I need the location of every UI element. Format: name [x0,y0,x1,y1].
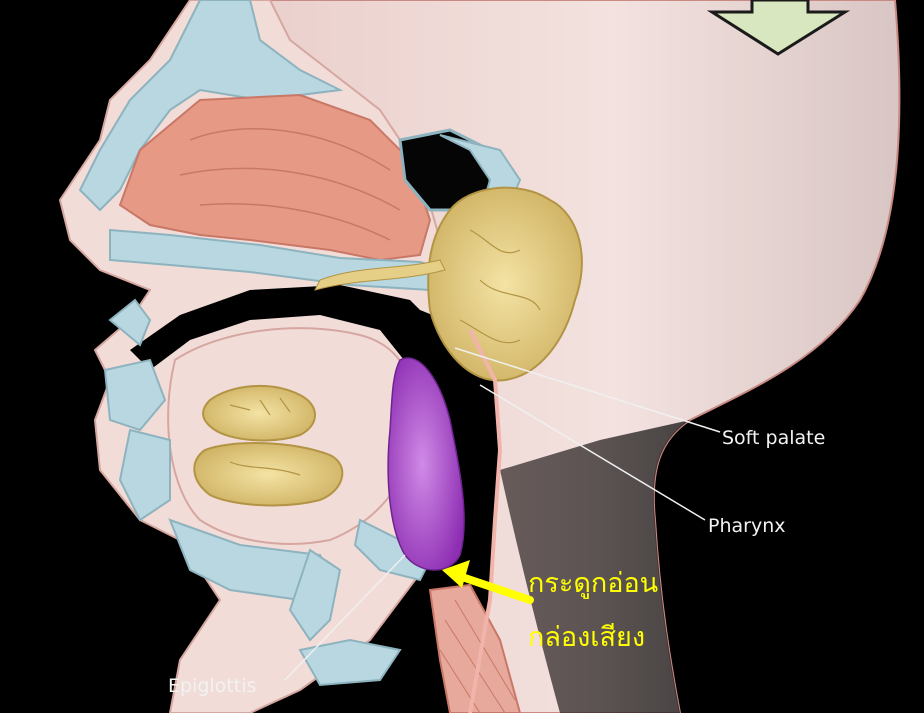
sublingual-gland [203,386,315,441]
epiglottis-label: Epiglottis [168,675,256,697]
submandibular-gland [194,443,342,505]
thai-label-line2: กล่องเสียง [528,622,645,653]
pharynx-label: Pharynx [708,515,785,537]
thai-label-line1: กระดูกอ่อน [528,568,658,599]
soft-palate-label: Soft palate [722,427,825,449]
